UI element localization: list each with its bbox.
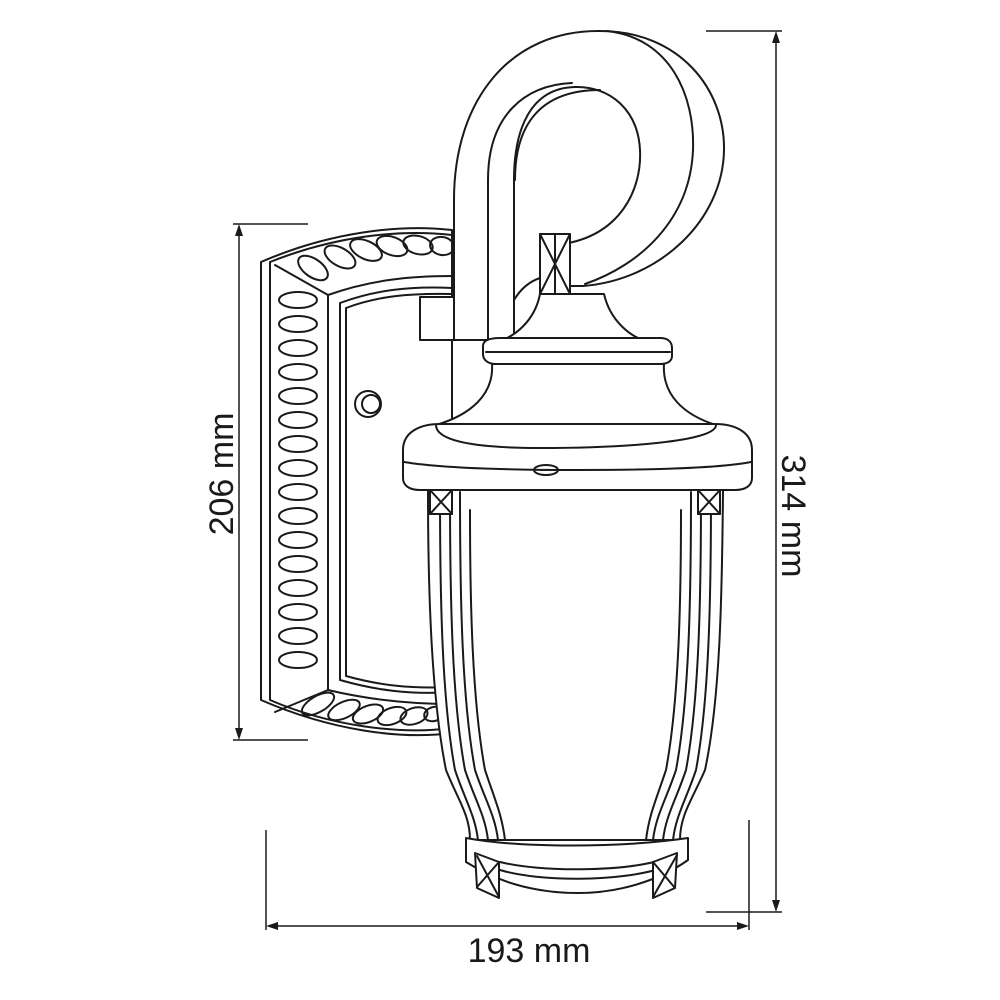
hook-arm <box>419 29 726 341</box>
bead-ornament-column <box>278 291 318 669</box>
screw-icon <box>533 464 559 476</box>
dimension-total-height <box>706 30 782 913</box>
corner-block-icon <box>652 852 678 899</box>
arrow-left-icon <box>266 922 278 930</box>
bead-ornament-top <box>297 234 455 282</box>
dimension-label-bracket-height: 206 mm <box>203 412 241 536</box>
dimension-bracket-height <box>233 223 308 741</box>
dimension-label-total-height: 314 mm <box>774 454 812 578</box>
bead-ornament-bottom <box>300 691 445 727</box>
arrow-right-icon <box>737 922 749 930</box>
arrow-down-icon <box>772 900 780 912</box>
canopy-hood <box>402 363 753 491</box>
dimension-label-total-width: 193 mm <box>467 932 591 970</box>
dimension-total-width <box>265 820 750 930</box>
cap-finial <box>482 293 673 365</box>
mounting-knob-icon <box>354 390 382 418</box>
lantern-body <box>427 489 724 841</box>
wall-backplate <box>260 227 455 737</box>
bottom-band <box>465 837 689 899</box>
corner-block-icon <box>474 852 500 899</box>
arrow-up-icon <box>235 224 243 236</box>
arrow-down-icon <box>235 728 243 740</box>
arrow-up-icon <box>772 31 780 43</box>
corner-block-icon <box>697 489 721 515</box>
corner-block-icon <box>429 489 453 515</box>
